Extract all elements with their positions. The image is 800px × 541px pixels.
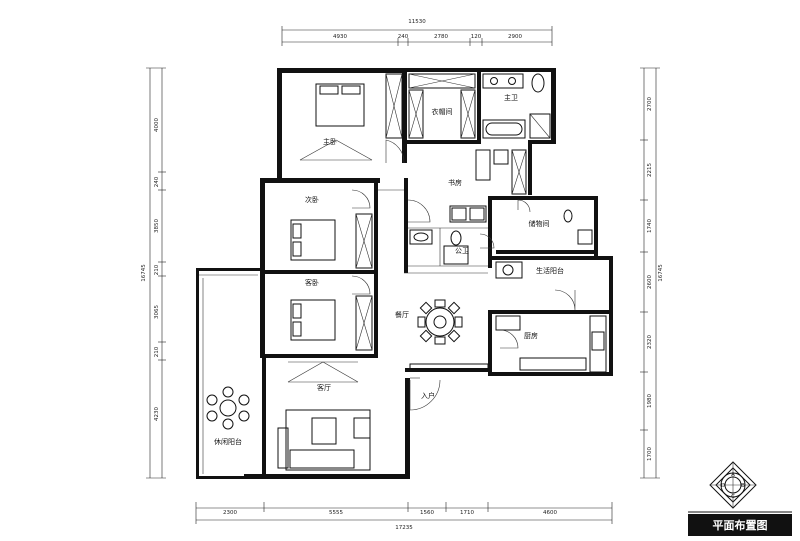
dim-right-total: 16745: [658, 264, 664, 282]
dim-bottom-3: 1560: [420, 510, 434, 516]
dim-bottom-2: 5555: [329, 510, 343, 516]
tv-sightlines: [287, 139, 373, 383]
compass-a: A: [731, 472, 735, 478]
dimension-right: 16745 2700 2215 1740 2600 2320 1980 1700: [640, 67, 664, 479]
dim-left-1: 4000: [154, 118, 160, 132]
dim-right-6: 1980: [647, 394, 653, 408]
dim-right-5: 2320: [647, 335, 653, 349]
dim-right-4: 2600: [647, 275, 653, 289]
dimension-left: 16745 4000 240 3850 210 3065 210 4230: [141, 67, 166, 479]
dim-top-4: 120: [471, 34, 482, 40]
dim-right-2: 2215: [647, 163, 653, 177]
dim-top-3: 2780: [434, 34, 448, 40]
dim-left-5: 3065: [154, 305, 160, 319]
label-leisure-balcony: 休闲阳台: [214, 437, 242, 446]
dim-left-4: 210: [154, 264, 160, 275]
compass-b: B: [741, 483, 745, 489]
label-study: 书房: [448, 178, 462, 187]
label-walk-in-closet: 衣帽间: [432, 107, 453, 116]
wardrobes: [355, 73, 527, 371]
dim-bottom-1: 2300: [223, 510, 237, 516]
dimension-bottom: 2300 5555 1560 1710 4600 17235: [195, 502, 613, 531]
toilet-icon: [531, 73, 545, 93]
label-public-bath: 公卫: [455, 247, 469, 255]
bathtub-icon: [482, 119, 526, 139]
label-master-bath: 主卫: [504, 93, 518, 102]
dim-top-1: 4930: [333, 34, 347, 40]
bath-fixtures: [409, 73, 593, 279]
balcony-furniture: [206, 386, 250, 430]
label-guest-bedroom: 客卧: [305, 278, 319, 287]
label-living: 客厅: [317, 383, 331, 392]
living-furniture: [277, 409, 371, 471]
inner-lines: [199, 189, 488, 474]
dim-right-3: 1740: [647, 219, 653, 233]
label-dining: 餐厅: [395, 310, 409, 319]
dining-table: [425, 307, 455, 337]
label-entrance: 入户: [421, 391, 435, 400]
dim-left-3: 3850: [154, 219, 160, 233]
label-second-bedroom: 次卧: [305, 195, 319, 204]
guest-bed: [290, 299, 336, 341]
dim-bottom-5: 4600: [543, 510, 557, 516]
toilet-icon-2: [450, 230, 462, 246]
dim-bottom-4: 1710: [460, 510, 474, 516]
dim-top-5: 2900: [508, 34, 522, 40]
dim-left-6: 210: [154, 346, 160, 357]
study-furniture: [449, 149, 509, 223]
dim-bottom-total: 17235: [395, 525, 413, 531]
second-bed: [290, 219, 336, 261]
compass-icon: A B C D: [709, 461, 757, 509]
dim-left-2: 240: [154, 176, 160, 187]
master-bed: [315, 83, 365, 127]
dining-set: [417, 299, 463, 345]
dim-left-7: 4230: [154, 407, 160, 421]
doors: [351, 139, 576, 411]
label-laundry: 储物间: [529, 219, 550, 228]
label-master-bedroom: 主卧: [323, 137, 337, 146]
dim-right-1: 2700: [647, 97, 653, 111]
compass-d: D: [721, 483, 725, 489]
dim-left-total: 16745: [141, 264, 147, 282]
room-labels: 主卧 衣帽间 主卫 书房 次卧 公卫 储物间 生活阳台 客卧 餐厅 厨房 客厅 …: [214, 93, 564, 446]
compass-c: C: [731, 494, 735, 500]
plan-title: 平面布置图: [713, 518, 768, 532]
dim-top-2: 240: [398, 34, 409, 40]
beds: [290, 83, 365, 341]
dim-top-total: 11530: [408, 19, 426, 25]
dimension-top: 11530 4930 240 2780 120 2900: [281, 19, 553, 46]
label-kitchen: 厨房: [524, 331, 538, 340]
kitchen-fixtures: [495, 315, 607, 373]
dim-right-7: 1700: [647, 447, 653, 461]
label-service-balcony: 生活阳台: [536, 266, 564, 275]
title-block: 平面布置图: [688, 511, 792, 536]
